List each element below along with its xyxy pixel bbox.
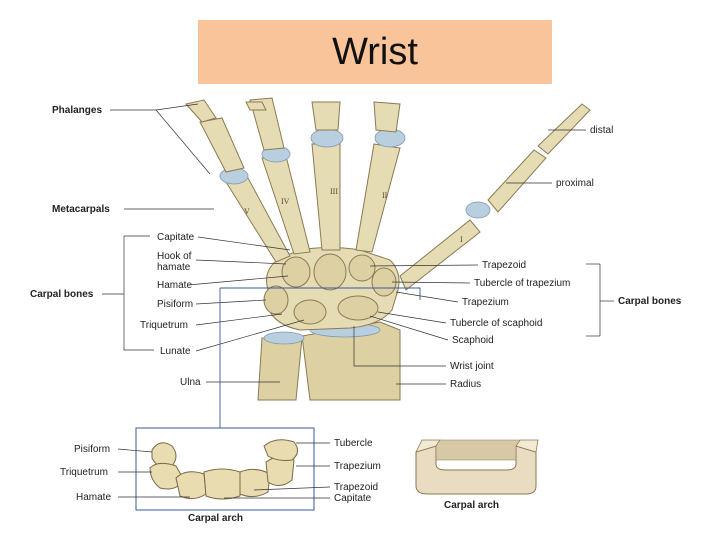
label-trapezoid: Trapezoid: [482, 260, 526, 271]
label-capitate: Capitate: [157, 232, 195, 243]
label-radius: Radius: [450, 379, 481, 390]
label-distal: distal: [590, 125, 613, 136]
scaphoid-bone: [337, 295, 379, 321]
pisiform-bone: [263, 285, 289, 315]
capitate-bone: [313, 253, 347, 291]
phalanx-thumb-distal: [537, 103, 591, 155]
numeral-ii: II: [382, 191, 388, 200]
mc3-head: [310, 128, 344, 148]
arch-hamate: [175, 471, 207, 500]
label-lunate: Lunate: [160, 346, 191, 357]
inset-guide-lines: [219, 287, 421, 428]
hand-illustration: V IV III II I: [185, 97, 591, 401]
phalanx-ring-middle: [245, 101, 267, 111]
slide-title: Wrist: [332, 30, 418, 73]
label-wrist-joint: Wrist joint: [450, 361, 494, 372]
metacarpal-i: [399, 219, 481, 291]
label-carpal-bones-right: Carpal bones: [618, 296, 682, 307]
numeral-iii: III: [330, 187, 338, 196]
phalanx-thumb-proximal: [487, 149, 547, 213]
metacarpal-ii: [355, 143, 401, 253]
right-labels: distal proximal Trapezoid Tubercle of tr…: [353, 125, 682, 390]
label-scaphoid: Scaphoid: [452, 335, 494, 346]
arch-left-triquetrum: [149, 462, 185, 490]
label-trapezium: Trapezium: [462, 297, 509, 308]
inset-frame: [135, 427, 315, 511]
label-phalanges: Phalanges: [52, 105, 102, 116]
label-hook-of: Hook of: [157, 251, 192, 262]
phalanx-little-proximal: [199, 117, 245, 173]
arch-label-pisiform: Pisiform: [74, 444, 110, 455]
arch-model: Carpal arch: [415, 439, 539, 511]
ulna-cartilage: [263, 331, 305, 345]
label-carpal-bones-left: Carpal bones: [30, 289, 94, 300]
arch-model-inner: [435, 439, 521, 461]
numeral-iv: IV: [281, 197, 290, 206]
title-box: Wrist: [198, 20, 552, 84]
arch-trapezium: [265, 456, 295, 486]
label-tubercle-of-trapezium: Tubercle of trapezium: [474, 278, 570, 289]
hamate-bone: [281, 256, 311, 288]
label-hamate: Hamate: [157, 280, 192, 291]
arch-label-hamate: Hamate: [76, 492, 111, 503]
carpal-arch-inset: Pisiform Triquetrum Hamate Tubercle Trap…: [60, 427, 381, 524]
arch-label-tubercle: Tubercle: [334, 438, 373, 449]
arch-label-trapezium: Trapezium: [334, 461, 381, 472]
label-triquetrum: Triquetrum: [140, 320, 188, 331]
arch-trapezoid: [239, 468, 271, 498]
label-tubercle-of-scaphoid: Tubercle of scaphoid: [450, 318, 542, 329]
trapezoid-bone: [348, 254, 376, 282]
phalanx-middle-proximal: [311, 101, 341, 131]
arch-tubercle: [263, 439, 298, 461]
arch-capitate: [203, 468, 241, 500]
left-labels: Phalanges Metacarpals Carpal bones Capit…: [30, 103, 305, 388]
arch-label-triquetrum: Triquetrum: [60, 467, 108, 478]
label-pisiform: Pisiform: [157, 299, 193, 310]
ulna-bone: [257, 337, 303, 401]
label-ulna: Ulna: [180, 377, 201, 388]
label-hamate-line2: hamate: [157, 262, 191, 273]
phalanx-index-proximal: [373, 101, 401, 133]
phalanx-ring-proximal: [249, 97, 285, 151]
mc1-head: [465, 201, 491, 219]
metacarpal-iii: [311, 143, 341, 251]
arch-caption: Carpal arch: [188, 513, 243, 524]
label-metacarpals: Metacarpals: [52, 204, 110, 215]
arch-label-capitate: Capitate: [334, 493, 372, 504]
lunate-bone: [293, 299, 327, 325]
arch-label-trapezoid: Trapezoid: [334, 482, 378, 493]
arch-model-caption: Carpal arch: [444, 500, 499, 511]
phalanx-little-middle: [185, 99, 217, 123]
numeral-v: V: [244, 207, 250, 216]
label-proximal: proximal: [556, 178, 594, 189]
numeral-i: I: [460, 235, 463, 244]
